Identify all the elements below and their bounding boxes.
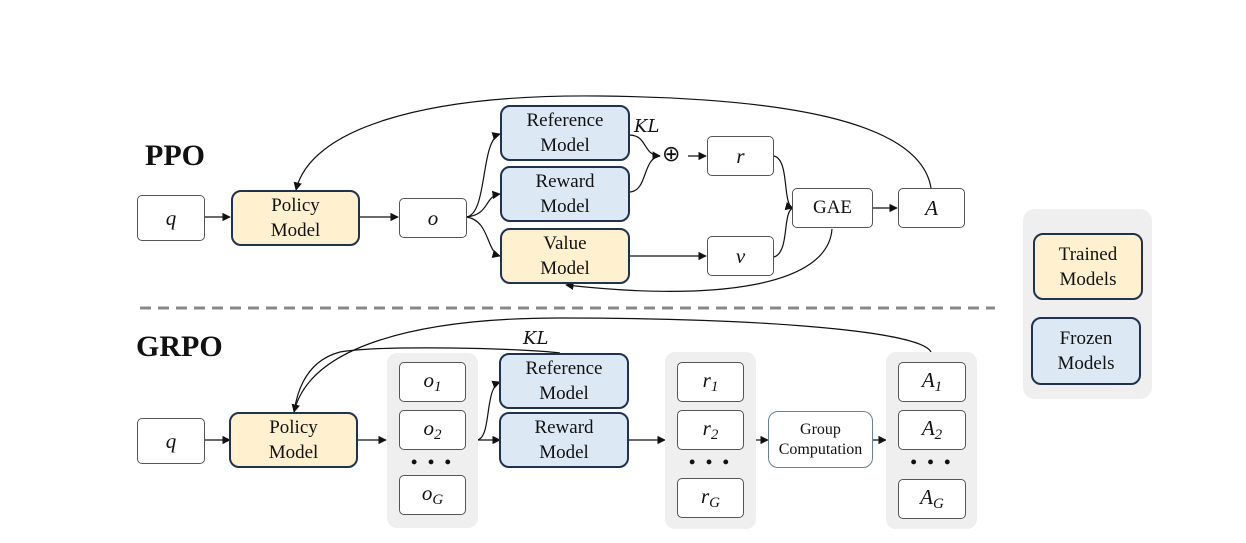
policy-label-line2: Model bbox=[268, 442, 319, 463]
arrow-o-to-value bbox=[465, 216, 501, 258]
policy-label-line1: Policy bbox=[271, 195, 320, 216]
arrow-reward-to-oplus bbox=[628, 155, 661, 193]
gae-box: GAE bbox=[792, 188, 873, 228]
grpo-query-box: q bbox=[137, 418, 205, 464]
reward-box: rG bbox=[677, 478, 744, 518]
legend-trained-line1: Trained bbox=[1058, 243, 1118, 265]
ppo-advantage-box: A bbox=[898, 188, 965, 228]
v-label: v bbox=[735, 243, 746, 268]
ppo-title: PPO bbox=[145, 139, 205, 172]
policy-label-line1: Policy bbox=[269, 417, 318, 438]
arrow-r-to-gae bbox=[773, 155, 794, 211]
reference-label-line1: Reference bbox=[525, 358, 603, 379]
group-label-line1: Group bbox=[800, 420, 841, 438]
r-label: r bbox=[736, 143, 745, 168]
oplus-icon: ⊕ bbox=[662, 142, 681, 167]
reward-box: r2 bbox=[677, 410, 744, 450]
reference-label-line2: Model bbox=[540, 135, 590, 156]
advantage-box: AG bbox=[898, 479, 966, 519]
reward-label-line1: Reward bbox=[534, 417, 594, 438]
value-label-line2: Model bbox=[540, 258, 590, 279]
grpo-kl-label: KL bbox=[523, 328, 549, 349]
output-box: oG bbox=[399, 475, 466, 515]
arrow-outputs-to-reference bbox=[476, 380, 501, 441]
ellipsis: • • • bbox=[411, 452, 454, 472]
query-label: q bbox=[165, 205, 177, 230]
legend-frozen-line2: Models bbox=[1057, 353, 1115, 374]
policy-label-line2: Model bbox=[270, 220, 321, 241]
group-label-line2: Computation bbox=[778, 440, 863, 458]
query-label: q bbox=[165, 428, 177, 453]
arrow-reference-kl-to-oplus bbox=[628, 134, 661, 160]
advantage-box: A2 bbox=[898, 410, 966, 450]
advantage-box: A1 bbox=[898, 362, 966, 402]
output-box: o2 bbox=[399, 410, 466, 450]
reward-label-line2: Model bbox=[539, 442, 589, 463]
output-label: o bbox=[427, 205, 439, 230]
ppo-reward-value-box: r bbox=[707, 136, 774, 176]
value-label-line1: Value bbox=[543, 233, 587, 254]
arrow-o-to-reward bbox=[465, 190, 501, 218]
ellipsis: • • • bbox=[689, 452, 732, 472]
grpo-title: GRPO bbox=[136, 330, 223, 363]
reward-label-line1: Reward bbox=[535, 171, 595, 192]
legend-frozen-line1: Frozen bbox=[1059, 328, 1113, 349]
reference-label-line2: Model bbox=[539, 383, 589, 404]
advantage-label: A bbox=[925, 195, 938, 220]
ppo-value-output-box: v bbox=[707, 236, 774, 276]
legend-trained-line2: Models bbox=[1059, 268, 1117, 290]
gae-label: GAE bbox=[812, 197, 853, 218]
ppo-query-box: q bbox=[137, 195, 205, 241]
output-box: o1 bbox=[399, 362, 466, 402]
reference-label-line1: Reference bbox=[526, 110, 604, 131]
reward-box: r1 bbox=[677, 362, 744, 402]
ppo-output-box: o bbox=[399, 198, 467, 238]
reward-label-line2: Model bbox=[540, 196, 590, 217]
arrow-o-to-reference bbox=[465, 132, 501, 218]
arrow-v-to-gae bbox=[773, 207, 794, 258]
ellipsis: • • • bbox=[910, 452, 954, 472]
ppo-kl-label: KL bbox=[634, 116, 660, 137]
